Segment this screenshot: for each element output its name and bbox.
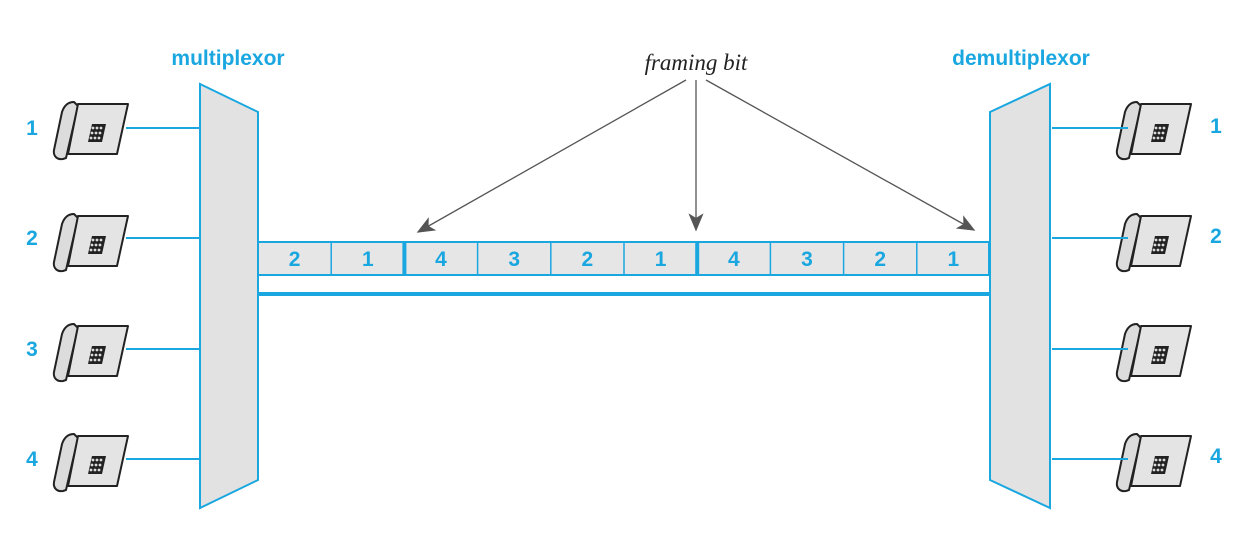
frame-slot-label: 1 <box>948 248 960 271</box>
framing-bit-annotation: framing bit <box>645 50 748 75</box>
left-channel-2: 2 <box>26 227 38 250</box>
right-channel-1: 1 <box>1210 115 1222 138</box>
frame-slot-label: 3 <box>801 248 813 271</box>
frame-stream: 2 1 4 3 2 1 4 3 2 1 <box>257 241 992 296</box>
telephone-icon <box>52 323 129 383</box>
frame-slot-label: 3 <box>508 248 520 271</box>
telephone-icon <box>1115 213 1192 273</box>
telephone-icon <box>52 101 129 161</box>
frame-slot-label: 4 <box>435 248 447 271</box>
demultiplexor-label: demultiplexor <box>952 47 1090 70</box>
right-channel-2: 2 <box>1210 225 1222 248</box>
frame-slot-label: 4 <box>728 248 740 271</box>
telephone-icon <box>1115 433 1192 493</box>
telephone-icon <box>52 213 129 273</box>
left-phones <box>52 101 129 493</box>
telephone-icon <box>52 433 129 493</box>
left-channel-1: 1 <box>26 117 38 140</box>
frame-slot-label: 1 <box>362 248 374 271</box>
arrow-right <box>705 79 976 231</box>
frame-slot-label: 1 <box>655 248 667 271</box>
frame-slot-label: 2 <box>289 248 301 271</box>
arrow-left <box>416 79 687 233</box>
framing-bit-arrows <box>416 79 976 233</box>
telephone-icon <box>1115 101 1192 161</box>
left-channel-4: 4 <box>26 448 38 471</box>
multiplexor-label: multiplexor <box>171 47 284 70</box>
frame-slot-label: 2 <box>582 248 594 271</box>
telephone-icon <box>1115 323 1192 383</box>
multiplexor-box <box>199 82 259 510</box>
frame-slot-label: 2 <box>874 248 886 271</box>
left-channel-lines <box>126 127 200 460</box>
demultiplexor-box <box>989 82 1051 510</box>
left-channel-3: 3 <box>26 338 38 361</box>
right-channel-lines <box>1052 127 1128 460</box>
right-phones <box>1115 101 1192 493</box>
right-channel-4: 4 <box>1210 445 1222 468</box>
